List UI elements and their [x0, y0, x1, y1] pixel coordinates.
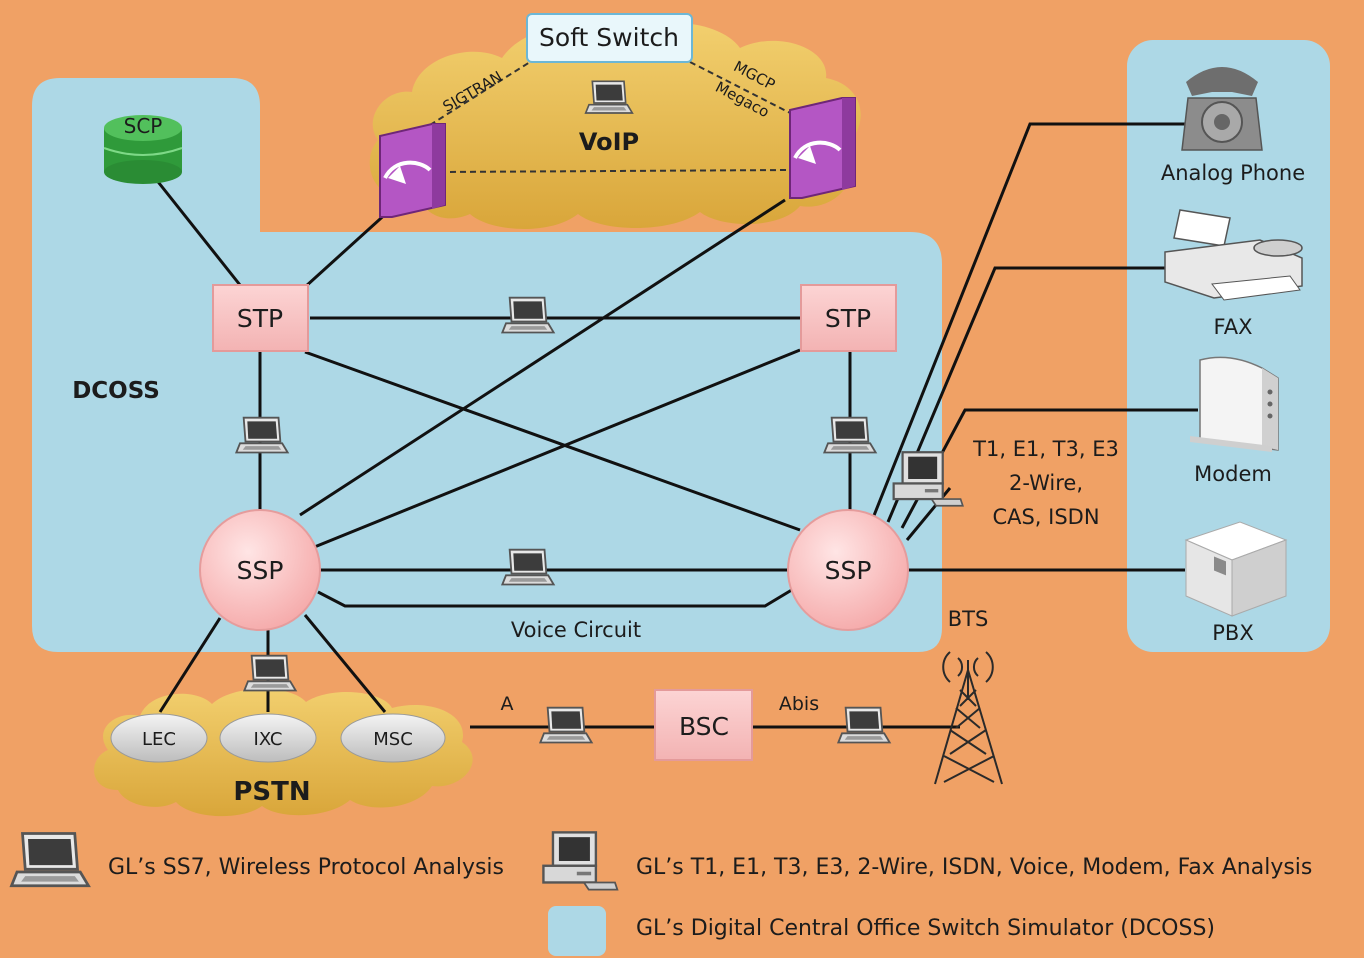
voip-cloud [369, 22, 861, 230]
media-gateway-right-icon [789, 97, 856, 199]
scp-database-icon[interactable]: SCP [103, 114, 183, 184]
bsc-box[interactable]: BSC [654, 689, 753, 761]
analog-phone-icon [1181, 67, 1263, 151]
stp-right-box[interactable]: STP [800, 284, 897, 352]
modem-label: Modem [1194, 462, 1272, 486]
interfaces-line-1: T1, E1, T3, E3 [972, 437, 1119, 461]
a-interface-label: A [501, 693, 514, 715]
modem-icon [1190, 356, 1279, 452]
fax-label: FAX [1214, 315, 1253, 339]
legend-ss7-text: GL’s SS7, Wireless Protocol Analysis [108, 855, 504, 880]
dcoss-label: DCOSS [72, 378, 160, 404]
pbx-label: PBX [1212, 621, 1253, 645]
legend-laptop-icon [10, 832, 90, 888]
stp-right-label: STP [825, 304, 871, 333]
lec-node[interactable]: LEC [110, 713, 208, 763]
voip-signaling-links [429, 61, 801, 173]
abis-interface-label: Abis [779, 693, 819, 715]
bts-tower-icon [934, 651, 1003, 785]
a-link-laptop-icon [539, 706, 593, 744]
pstn-label: PSTN [233, 777, 310, 807]
ssp-left-label: SSP [237, 556, 284, 585]
voice-circuit-label: Voice Circuit [511, 618, 641, 642]
legend-t1-text: GL’s T1, E1, T3, E3, 2-Wire, ISDN, Voice… [636, 855, 1312, 880]
legend-dcoss-swatch [548, 906, 606, 956]
interfaces-line-3: CAS, ISDN [992, 505, 1099, 529]
stp-left-label: STP [237, 304, 283, 333]
t1-analyzer-desktop-icon [892, 451, 964, 507]
soft-switch-box[interactable]: Soft Switch [526, 13, 693, 63]
msc-node[interactable]: MSC [340, 713, 446, 763]
scp-label: SCP [124, 114, 163, 138]
soft-switch-label: Soft Switch [539, 23, 679, 52]
devices-region [1127, 40, 1330, 652]
ssp-right-node[interactable]: SSP [787, 509, 909, 631]
legend-desktop-icon [542, 831, 619, 891]
ixc-label: IXC [254, 729, 283, 750]
fax-icon [1164, 209, 1303, 301]
ssp-left-node[interactable]: SSP [199, 509, 321, 631]
stp-left-box[interactable]: STP [212, 284, 309, 352]
legend-dcoss-text: GL’s Digital Central Office Switch Simul… [636, 916, 1215, 941]
pbx-icon [1184, 521, 1288, 617]
media-gateway-left-icon [379, 123, 446, 218]
abis-link-laptop-icon [837, 706, 891, 744]
bts-label: BTS [948, 607, 989, 631]
analog-phone-label: Analog Phone [1161, 161, 1305, 185]
lec-label: LEC [142, 729, 176, 750]
ssp-right-label: SSP [825, 556, 872, 585]
ixc-node[interactable]: IXC [219, 713, 317, 763]
bsc-label: BSC [679, 712, 729, 741]
msc-label: MSC [373, 729, 413, 750]
pstn-link-laptop-icon [243, 654, 297, 692]
voip-label: VoIP [579, 128, 639, 156]
interfaces-line-2: 2-Wire, [1009, 471, 1083, 495]
